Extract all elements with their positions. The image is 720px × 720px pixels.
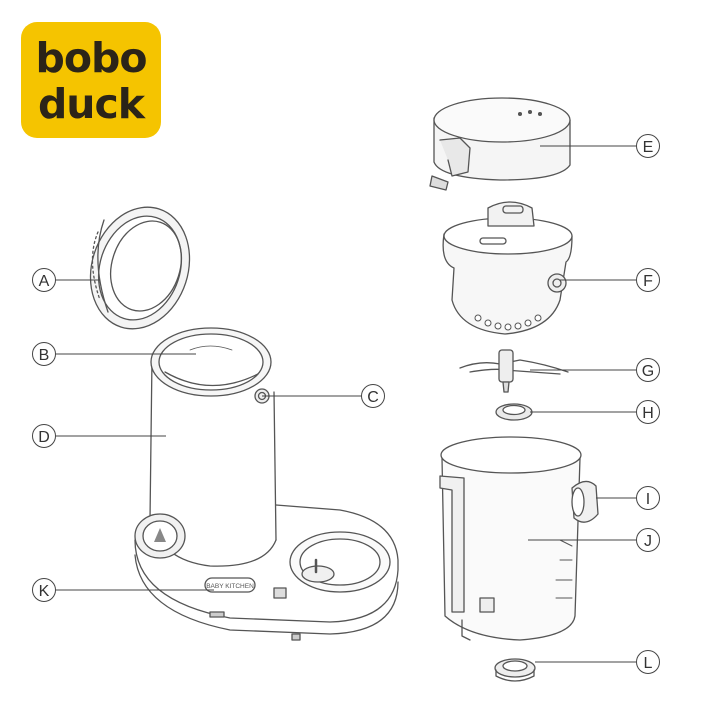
brand-logo: bobo duck <box>21 22 161 138</box>
callout-letter: F <box>643 273 653 290</box>
callout-a: A <box>32 268 56 292</box>
part-l-bottom-seal <box>494 658 536 682</box>
part-j-jar <box>439 436 582 641</box>
callout-f: F <box>636 268 660 292</box>
callout-letter: E <box>643 139 654 156</box>
callout-l: L <box>636 650 660 674</box>
callout-g: G <box>636 358 660 382</box>
callout-letter: H <box>642 405 654 422</box>
base-embossed-text: BABY KITCHEN <box>206 583 254 590</box>
leader-lines <box>56 145 636 663</box>
part-a-lid-ring <box>89 206 191 330</box>
part-d-main-body <box>149 327 277 567</box>
callout-letter: C <box>367 389 379 406</box>
logo-text-line1: bobo <box>35 34 147 82</box>
callout-c: C <box>361 384 385 408</box>
callout-k: K <box>32 578 56 602</box>
callout-letter: I <box>646 491 650 508</box>
callout-letter: G <box>642 363 654 380</box>
callout-i: I <box>636 486 660 510</box>
callout-h: H <box>636 400 660 424</box>
callout-b: B <box>32 342 56 366</box>
callout-letter: J <box>644 533 652 550</box>
callout-letter: L <box>644 655 653 672</box>
part-i-jar-knob <box>571 480 599 523</box>
callout-letter: B <box>39 347 50 364</box>
part-f-steam-basket <box>442 201 573 335</box>
callout-letter: A <box>39 273 50 290</box>
callout-j: J <box>636 528 660 552</box>
part-g-blade <box>459 349 569 393</box>
callout-d: D <box>32 424 56 448</box>
logo-text-line2: duck <box>37 80 145 128</box>
callout-letter: D <box>38 429 50 446</box>
part-k-base <box>134 504 399 641</box>
callout-letter: K <box>39 583 50 600</box>
part-h-seal-ring <box>495 403 533 421</box>
callout-e: E <box>636 134 660 158</box>
part-e-steamer-lid <box>429 97 571 191</box>
